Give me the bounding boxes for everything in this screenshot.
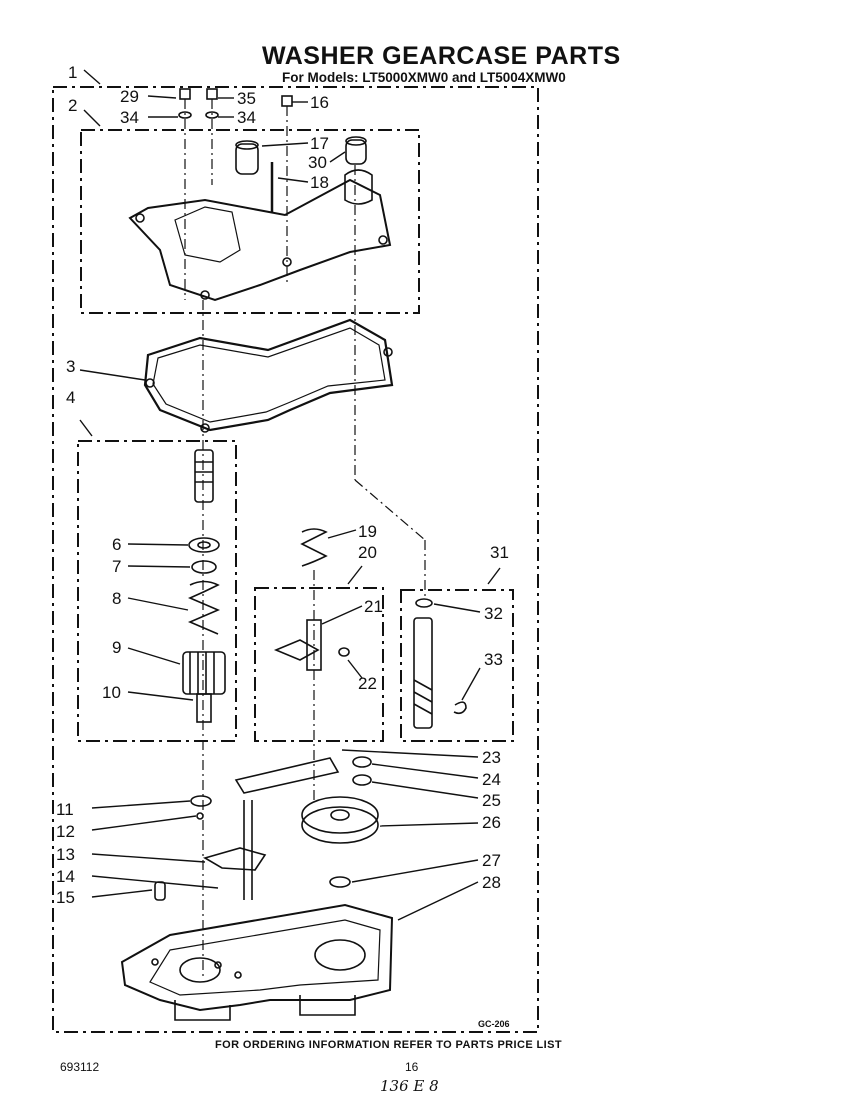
callout-31: 31 [490, 543, 509, 562]
callout-1: 1 [68, 63, 77, 82]
callout-28: 28 [482, 873, 501, 892]
callout-7: 7 [112, 557, 121, 576]
document-number: 693112 [60, 1060, 100, 1074]
page-title: WASHER GEARCASE PARTS [262, 42, 621, 70]
callout-32: 32 [484, 604, 503, 623]
callout-16: 16 [310, 93, 329, 112]
callout-21: 21 [364, 597, 383, 616]
handwritten-note: 136 E 8 [380, 1077, 439, 1095]
drive-link [234, 757, 340, 794]
callout-15: 15 [56, 888, 75, 907]
gear-26 [301, 806, 379, 844]
model-subtitle: For Models: LT5000XMW0 and LT5004XMW0 [282, 70, 566, 85]
callout-4: 4 [66, 388, 75, 407]
callout-12: 12 [56, 822, 75, 841]
gasket-outline [143, 318, 394, 432]
callout-6: 6 [112, 535, 121, 554]
callout-35: 35 [237, 89, 256, 108]
callout-20: 20 [358, 543, 377, 562]
callout-18: 18 [310, 173, 329, 192]
spring-8 [187, 580, 221, 635]
callout-24: 24 [482, 770, 501, 789]
gearcase-base [120, 903, 394, 1012]
callout-34-right: 34 [237, 108, 256, 127]
callout-33: 33 [484, 650, 503, 669]
callout-27: 27 [482, 851, 501, 870]
callout-3: 3 [66, 357, 75, 376]
diagram-code: GC-206 [478, 1019, 510, 1029]
callout-11: 11 [56, 800, 74, 819]
cover-box [80, 129, 420, 314]
callout-19: 19 [358, 522, 377, 541]
bushing-30 [345, 139, 367, 165]
callout-9: 9 [112, 638, 121, 657]
callout-29: 29 [120, 87, 139, 106]
callout-17: 17 [310, 134, 329, 153]
assembly-frame [52, 86, 539, 1033]
ordering-note: FOR ORDERING INFORMATION REFER TO PARTS … [215, 1039, 562, 1051]
callout-10: 10 [102, 683, 121, 702]
callout-25: 25 [482, 791, 501, 810]
callout-2: 2 [68, 96, 77, 115]
callout-13: 13 [56, 845, 75, 864]
worm-drive-box [77, 440, 237, 742]
gearcase-cover [128, 178, 392, 302]
callout-23: 23 [482, 748, 501, 767]
pinion-shaft [413, 617, 433, 729]
pinion-box [400, 589, 514, 742]
shifter-box [254, 587, 384, 742]
callout-14: 14 [56, 867, 75, 886]
callout-34-left: 34 [120, 108, 139, 127]
callout-30: 30 [308, 153, 327, 172]
worm-shaft [194, 449, 214, 503]
page-number: 16 [405, 1060, 419, 1074]
callout-22: 22 [358, 674, 377, 693]
callout-26: 26 [482, 813, 501, 832]
callout-8: 8 [112, 589, 121, 608]
spring-19 [300, 528, 328, 567]
bushing-17 [235, 143, 259, 175]
